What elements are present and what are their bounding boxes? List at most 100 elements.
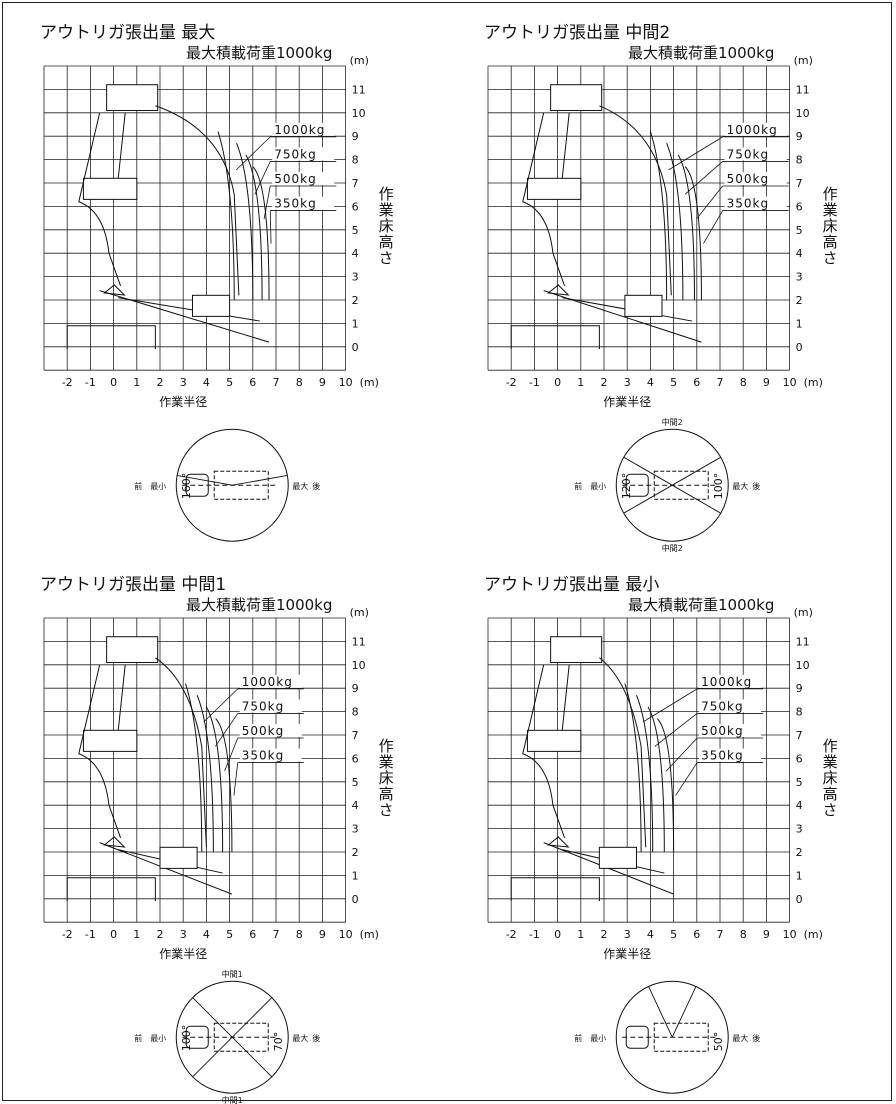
chassis-icon [653,1022,709,1052]
min-label: 最小 [590,482,606,491]
x-tick-label: 4 [203,928,210,941]
x-tick-label: 10 [783,928,797,941]
load-capacity-label: 500kg [242,724,284,738]
y-tick-label: 10 [796,107,810,120]
load-capacity-label: 500kg [701,724,743,738]
max-label: 最大 [292,1033,308,1043]
y-tick-label: 8 [352,706,359,719]
label-bg [699,724,762,737]
turret [547,284,570,296]
x-tick-label: 5 [226,376,233,389]
boom-box [526,177,582,200]
y-tick-label: 9 [352,682,359,695]
work-range-envelope [66,84,270,350]
y-tick-label: 6 [796,752,803,765]
x-axis-label: 作業半径 [159,395,207,409]
x-tick-label: 9 [319,928,326,941]
max-label: 最大 [732,481,748,491]
load-envelope-curve [185,683,203,853]
x-tick-label: 4 [647,376,654,389]
x-unit-label: (m) [804,376,823,389]
y-tick-label: 3 [796,271,803,284]
y-tick-label: 2 [352,294,359,307]
boom-box [82,177,138,200]
y-tick-label: 2 [796,294,803,307]
leader-line [233,762,239,796]
x-tick-label: 10 [339,376,353,389]
x-tick-label: 3 [180,376,187,389]
y-axis-label: 作業床高さ [377,738,395,818]
boom-profile [561,664,570,731]
load-capacity-label: 750kg [274,147,316,161]
turret [103,284,126,296]
basket-low [191,294,231,317]
truck-outline [510,325,600,350]
label-bg [724,196,787,210]
leader-line [684,161,723,195]
slewing-boundary-line [192,997,233,1038]
y-unit-label: (m) [350,606,369,619]
slewing-circle [615,980,729,1094]
load-envelope-curve [245,154,263,301]
slewing-boundary-line [648,986,673,1038]
load-capacity-label: 500kg [274,172,316,186]
boom-profile [78,112,122,287]
leader-line [235,136,271,171]
label-bg [239,724,302,737]
x-tick-label: 7 [717,928,724,941]
load-capacity-label: 350kg [701,749,743,763]
mid-bottom-label: 中間2 [662,543,683,552]
x-tick-label: 5 [670,928,677,941]
x-tick-label: 0 [554,928,561,941]
chassis-icon [213,470,269,500]
x-tick-label: 9 [763,376,770,389]
max-label: 最大 [292,481,308,491]
work-range-envelope [510,636,675,902]
label-bg [699,674,762,688]
leader-line [696,185,723,220]
load-envelope-curve [252,166,270,301]
label-bg [239,674,302,688]
label-bg [272,196,335,210]
max-load-label: 最大積載荷重1000kg [628,44,775,62]
panel-title: アウトリガ張出量 最大 [40,23,216,43]
x-tick-label: 7 [717,376,724,389]
rear-label: 後 [752,1033,760,1043]
label-bg [272,122,335,136]
y-tick-label: 7 [352,177,359,190]
label-bg [699,748,762,762]
y-tick-label: 5 [796,776,803,789]
x-unit-label: (m) [804,928,823,941]
slewing-circle [175,428,289,542]
load-capacity-label: 350kg [727,197,769,211]
load-capacity-label: 750kg [242,699,284,713]
y-tick-label: 3 [352,271,359,284]
y-tick-label: 2 [352,846,359,859]
rear-label: 後 [752,481,760,491]
y-tick-label: 10 [796,659,810,672]
x-tick-label: 5 [670,376,677,389]
max-load-label: 最大積載荷重1000kg [186,596,333,614]
load-capacity-label: 350kg [242,749,284,763]
label-bg [724,122,787,136]
x-tick-label: 3 [624,928,631,941]
x-tick-label: 0 [110,928,117,941]
label-bg [724,172,787,185]
basket [106,636,159,663]
x-tick-label: 9 [319,376,326,389]
y-tick-label: 9 [796,130,803,143]
leader-line [254,161,271,195]
load-capacity-label: 750kg [727,147,769,161]
leader-line [654,713,698,747]
x-tick-label: 1 [133,376,140,389]
max-load-label: 最大積載荷重1000kg [186,44,333,62]
load-envelope-curve [217,131,235,301]
grid [43,65,347,371]
basket-low [598,846,637,869]
slewing-boundary-line [671,986,697,1038]
